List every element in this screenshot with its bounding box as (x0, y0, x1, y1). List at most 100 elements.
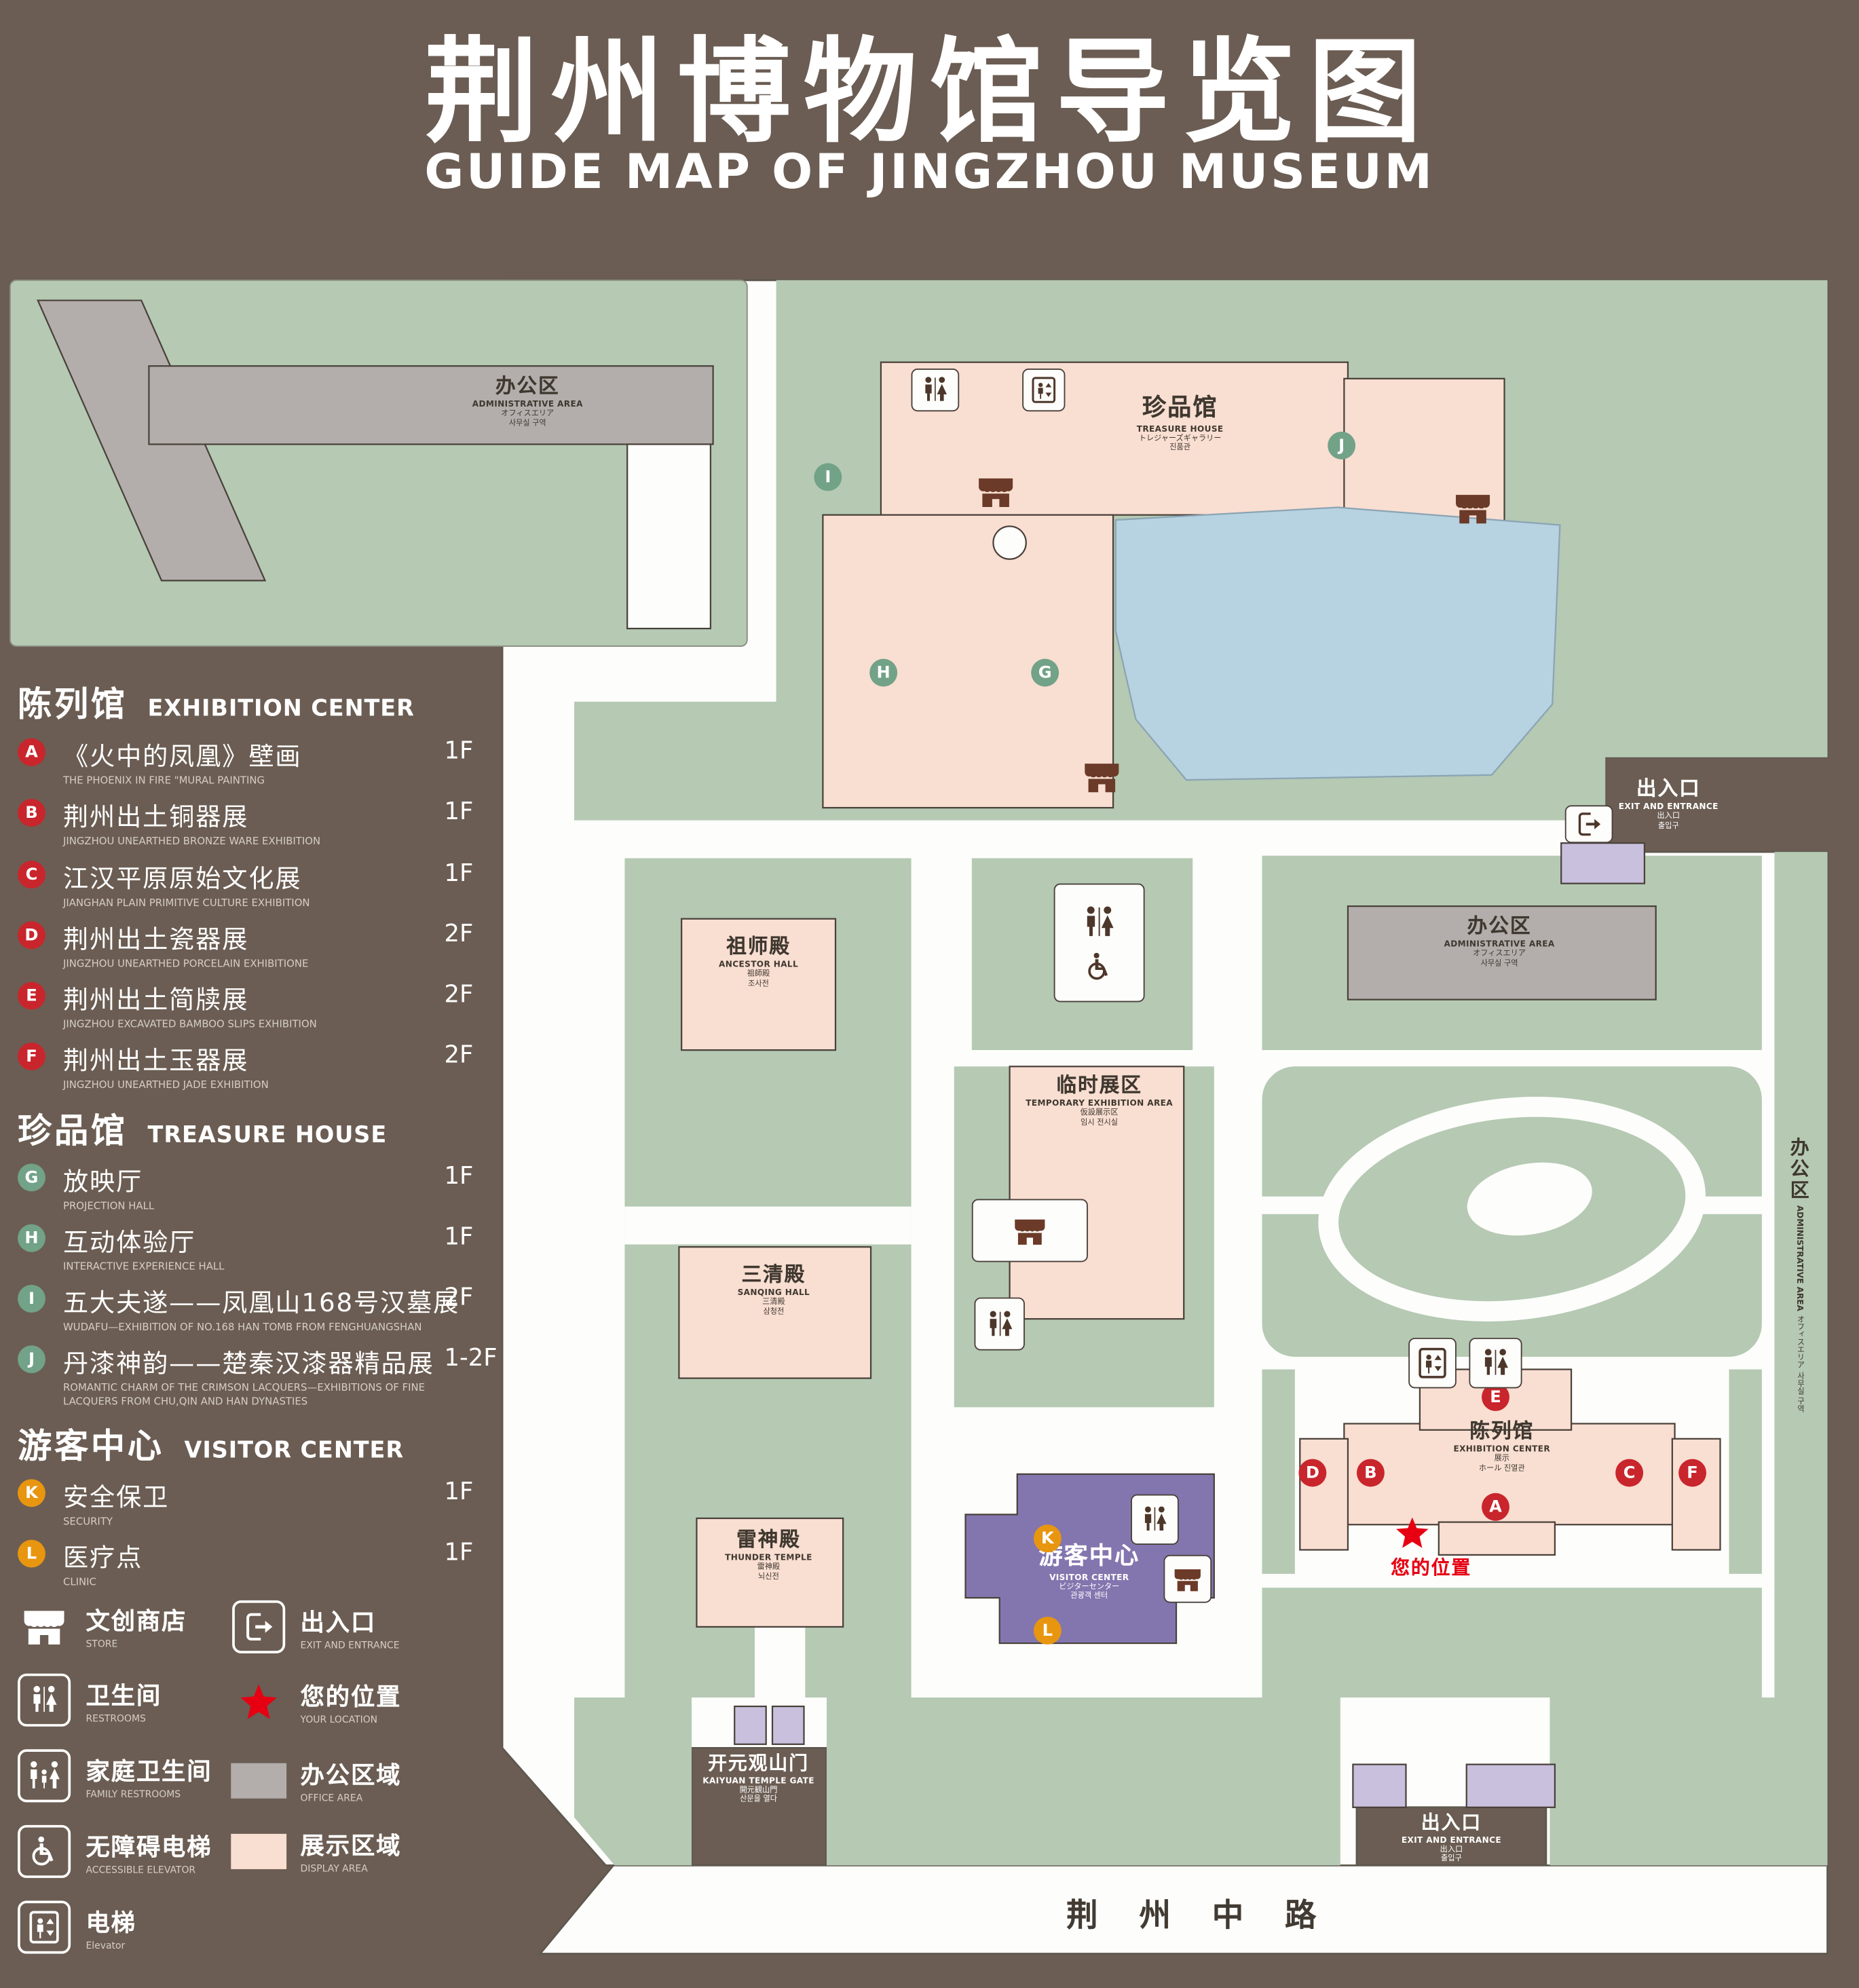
legend-item-C: C 江汉平原原始文化展 JIANGHAN PLAIN PRIMITIVE CUL… (18, 858, 502, 911)
legend-symbol-display-area: 展示区域 DISPLAY AREA (229, 1828, 401, 1874)
section-title-en: VISITOR CENTER (184, 1437, 405, 1465)
legend-symbol-family-restrooms: 家庭卫生间 FAMILY RESTROOMS (15, 1749, 212, 1803)
legend-item-E: E 荆州出土简牍展 JINGZHOU EXCAVATED BAMBOO SLIP… (18, 979, 502, 1032)
label-office-area-topleft: 办公区 ADMINISTRATIVE AREA オフィスエリア 사무실 구역 (472, 373, 583, 428)
symbol-en: EXIT AND ENTRANCE (300, 1638, 400, 1651)
symbol-en: YOUR LOCATION (300, 1714, 378, 1725)
item-floor: 1F (444, 859, 474, 888)
store-icon (1456, 495, 1490, 524)
label-line: 出入口 (1636, 776, 1701, 800)
label-line: ADMINISTRATIVE AREA (1444, 939, 1555, 950)
legend-symbol-exit: 出入口 EXIT AND ENTRANCE (229, 1600, 400, 1653)
label-line: 临时展区 (1056, 1072, 1142, 1097)
badge-B: B (18, 799, 45, 827)
label-line: ビジターセンター (1059, 1582, 1120, 1592)
badge-J: J (18, 1345, 45, 1374)
label-kaiyuan-gate: 开元观山门 KAIYUAN TEMPLE GATE 開元観山門 산문을 열다 (702, 1752, 814, 1805)
legend-item-L: L 医疗点 CLINIC 1F (18, 1537, 502, 1590)
marker-K: K (1033, 1524, 1062, 1553)
item-floor: 1F (444, 798, 474, 826)
label-line: 뇌신전 (758, 1572, 779, 1581)
label-line: 出入口 (1421, 1811, 1482, 1834)
label-line: EXHIBITION CENTER (1453, 1444, 1551, 1455)
badge-F: F (18, 1042, 45, 1070)
item-en: PROJECTION HALL (62, 1200, 155, 1212)
label-line: 出入口 (1657, 811, 1680, 821)
item-floor: 2F (444, 920, 474, 948)
label-line: 관광객 센터 (1070, 1592, 1108, 1601)
marker-J: J (1328, 431, 1356, 460)
page-title: 荆州博物馆导览图 (424, 26, 1435, 160)
accessible-icon (1088, 952, 1109, 980)
label-line: 三清殿 (762, 1297, 785, 1307)
item-en: JIANGHAN PLAIN PRIMITIVE CULTURE EXHIBIT… (62, 897, 310, 909)
badge-K: K (18, 1479, 45, 1507)
label-your-location: 您的位置 (1391, 1556, 1471, 1580)
marker-H: H (869, 658, 898, 687)
restroom-icon (1131, 1494, 1179, 1545)
symbol-zh: 无障碍电梯 (86, 1833, 212, 1861)
label-line: オフィスエリア (1473, 949, 1526, 958)
temporary-exhibition-building (1009, 1066, 1185, 1320)
label-line: 開元観山門 (739, 1785, 778, 1795)
legend-item-F: F 荆州出土玉器展 JINGZHOU UNEARTHED JADE EXHIBI… (18, 1040, 502, 1093)
symbol-zh: 家庭卫生间 (86, 1757, 212, 1786)
label-office-area-strip: 办公区 ADMINISTRATIVE AREA オフィスエリア 사무실 구역 (1769, 884, 1830, 1666)
symbol-zh: 文创商店 (86, 1607, 187, 1635)
legend-item-A: A 《火中的凤凰》壁画 THE PHOENIX IN FIRE "MURAL P… (18, 736, 502, 789)
exit-bottom-building-right (1465, 1763, 1556, 1808)
section-treasure-house: 珍品馆 TREASURE HOUSE (18, 1103, 387, 1152)
item-floor: 1F (444, 1222, 474, 1251)
thunder-temple-building (696, 1517, 844, 1628)
family-restroom-icon (15, 1749, 73, 1803)
marker-A: A (1482, 1493, 1509, 1521)
label-line: THUNDER TEMPLE (725, 1552, 812, 1563)
item-floor: 1F (444, 1538, 474, 1567)
section-exhibition-center: 陈列馆 EXHIBITION CENTER (18, 677, 415, 726)
green-right-strip (1774, 852, 1828, 1698)
symbol-zh: 您的位置 (300, 1683, 402, 1712)
label-line: 您的位置 (1391, 1556, 1472, 1579)
label-line: ADMINISTRATIVE AREA (1795, 1205, 1805, 1312)
label-office-area-right: 办公区 ADMINISTRATIVE AREA オフィスエリア 사무실 구역 (1444, 914, 1555, 968)
your-location-star-icon (1396, 1517, 1429, 1548)
restroom-icon (911, 368, 960, 412)
badge-H: H (18, 1224, 45, 1252)
marker-B: B (1356, 1459, 1385, 1487)
item-zh: 医疗点 (62, 1542, 143, 1573)
item-floor: 2F (444, 980, 474, 1009)
ancestor-hall-building (681, 918, 837, 1051)
item-en: JINGZHOU UNEARTHED BRONZE WARE EXHIBITIO… (62, 835, 321, 847)
marker-L: L (1033, 1617, 1062, 1645)
symbol-en: OFFICE AREA (300, 1792, 363, 1804)
label-line: 사무실 구역 (508, 418, 546, 428)
label-line: 雷神殿 (736, 1526, 801, 1552)
legend-symbol-elevator: 电梯 Elevator (15, 1900, 136, 1954)
label-line: ADMINISTRATIVE AREA (472, 398, 583, 409)
lake (1114, 506, 1561, 781)
symbol-zh: 出入口 (300, 1608, 377, 1636)
label-line: 祖师殿 (726, 934, 791, 958)
label-line: 办公区 (495, 373, 560, 398)
label-visitor-center: 游客中心 VISITOR CENTER ビジターセンター 관광객 센터 (1038, 1542, 1140, 1601)
item-zh: 荆州出土简牍展 (62, 984, 249, 1015)
exit-right-building (1560, 842, 1646, 884)
label-line: VISITOR CENTER (1049, 1572, 1129, 1583)
label-exhibition-center: 陈列馆 EXHIBITION CENTER 展示 ホール 진열관 (1453, 1419, 1550, 1473)
item-en: THE PHOENIX IN FIRE "MURAL PAINTING (62, 774, 265, 787)
office-area-swatch (229, 1762, 288, 1798)
item-en: SECURITY (62, 1516, 113, 1527)
road (538, 1864, 1828, 1955)
item-zh: 放映厅 (62, 1166, 143, 1197)
symbol-zh: 卫生间 (86, 1681, 162, 1710)
item-zh: 安全保卫 (62, 1482, 170, 1512)
exit-bottom-building-left (1352, 1763, 1407, 1808)
label-exit-bottom: 出入口 EXIT AND ENTRANCE 出入口 출입구 (1402, 1811, 1501, 1864)
section-title-zh: 游客中心 (18, 1427, 164, 1467)
item-zh: 荆州出土玉器展 (62, 1045, 249, 1076)
label-line: 珍品馆 (1142, 394, 1218, 422)
marker-G: G (1031, 658, 1059, 687)
item-floor: 1F (444, 736, 474, 765)
label-line: 진품관 (1169, 443, 1191, 453)
item-zh: 《火中的凤凰》壁画 (62, 740, 302, 772)
